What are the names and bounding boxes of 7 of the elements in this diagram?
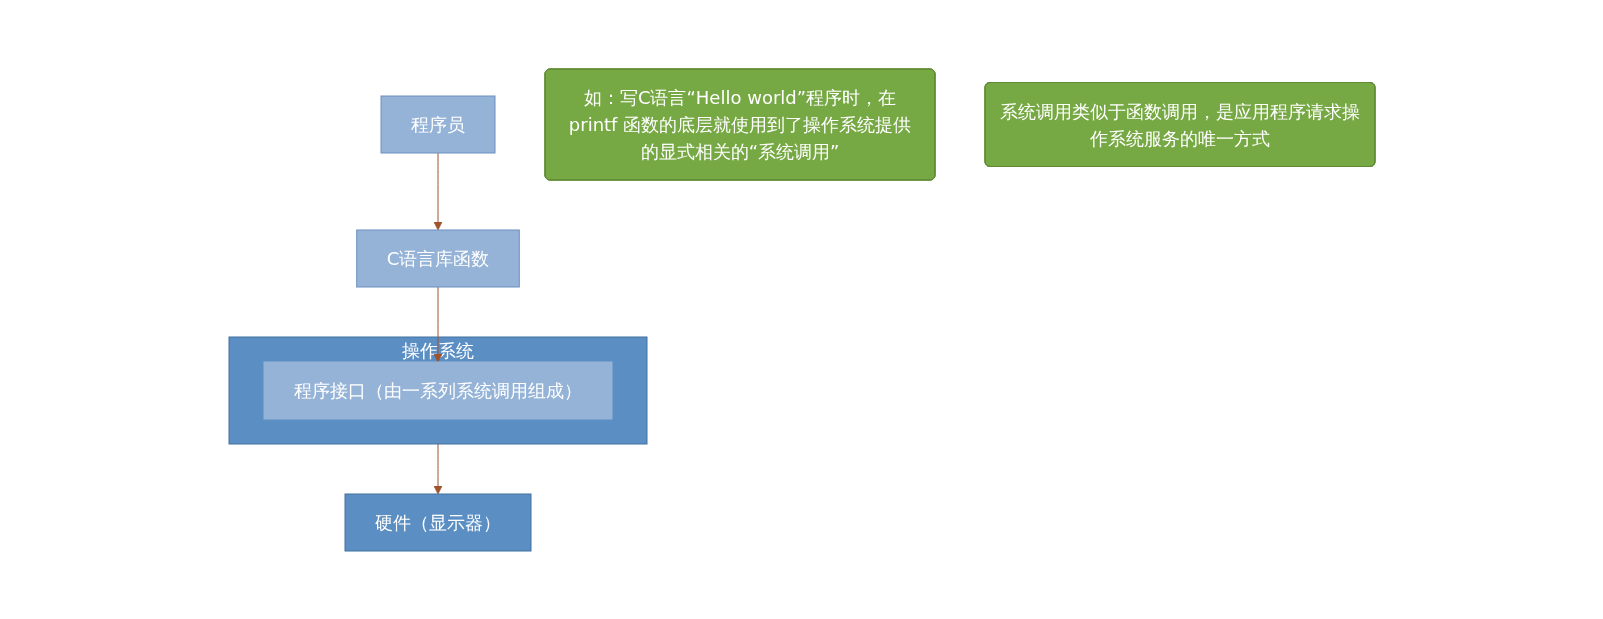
arrow [433,152,442,230]
node-box: C语言库函数 [355,229,520,287]
node-box: 程序接口（由一系列系统调用组成） [263,361,612,419]
node-box: 硬件（显示器） [344,493,531,551]
arrow [433,286,442,362]
node-box: 程序员 [380,95,495,153]
arrow [433,443,442,494]
